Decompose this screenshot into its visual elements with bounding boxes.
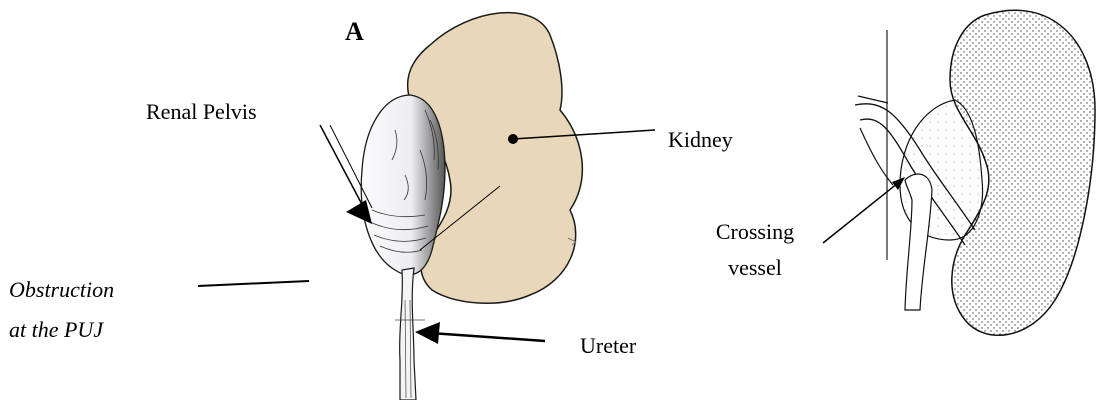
crossing-vessel-label-line1: Crossing <box>697 219 813 245</box>
renal-pelvis-arrow-line <box>320 125 366 212</box>
obstruction-leader-line <box>198 281 309 286</box>
panel-letter: A <box>345 19 364 45</box>
ureter-arrow-line <box>430 333 545 341</box>
obstruction-label-line1: Obstruction <box>9 277 114 303</box>
renal-pelvis-label: Renal Pelvis <box>146 99 257 125</box>
kidney-label: Kidney <box>668 127 733 153</box>
crossing-vessel-label-line2: vessel <box>697 255 813 281</box>
vessel-top-stub <box>858 96 888 103</box>
obstruction-label-line2: at the PUJ <box>9 317 103 343</box>
ureter-label: Ureter <box>580 333 636 359</box>
ureter-arrowhead <box>415 322 440 344</box>
ureter-shape <box>400 268 416 400</box>
vessel-lower-branch <box>860 128 893 185</box>
renal-pelvis-shape <box>361 95 445 275</box>
